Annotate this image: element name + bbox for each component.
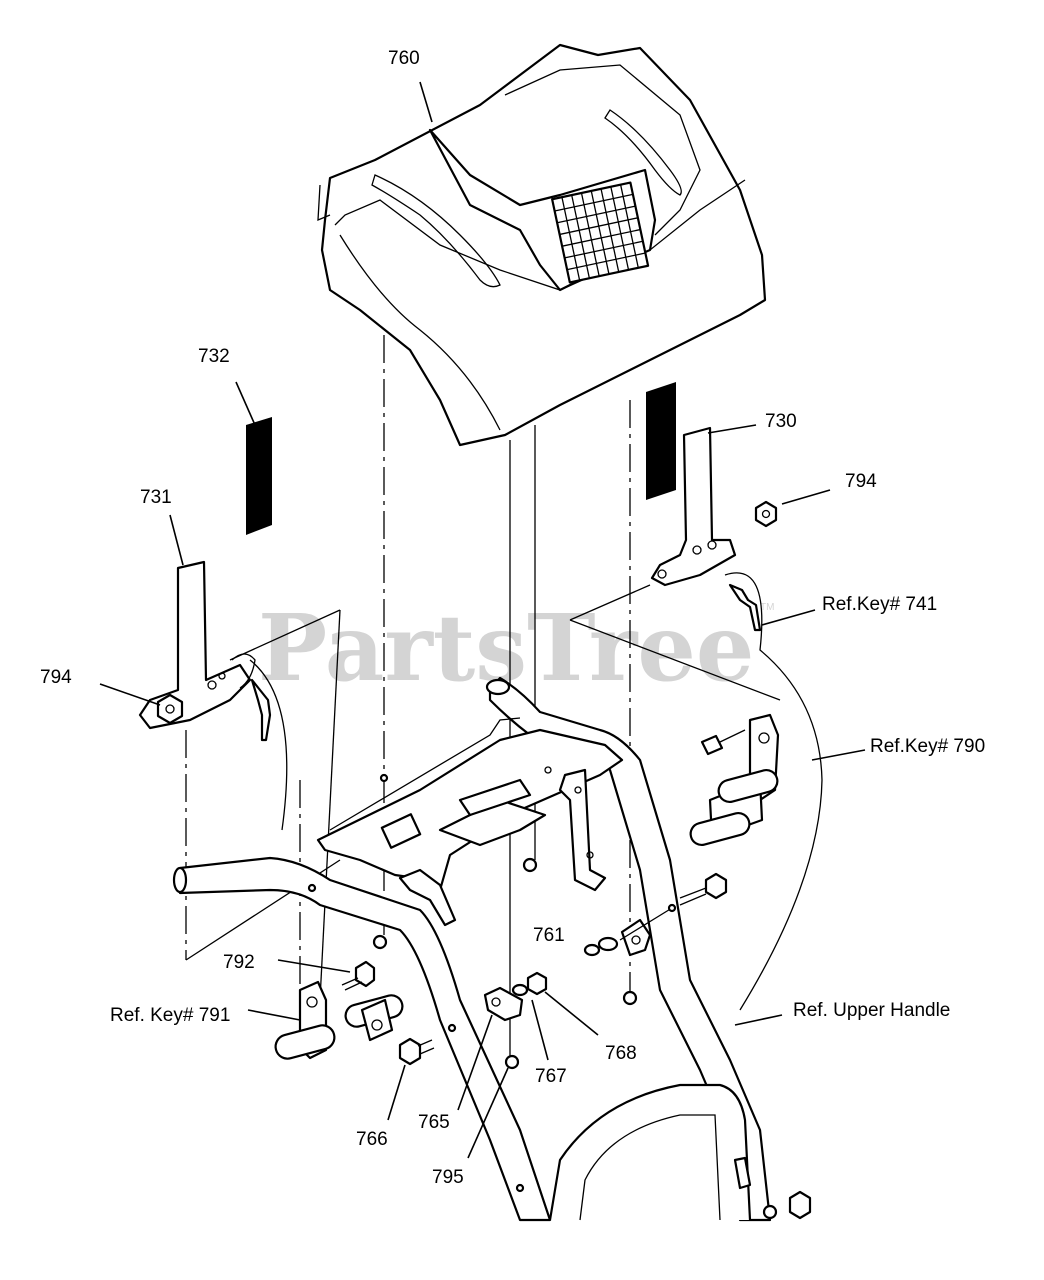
alignment-line-8	[319, 609, 341, 1001]
part-ref-790-bracket[interactable]	[688, 713, 780, 847]
cable-right	[724, 572, 823, 1011]
part-794-nut-left[interactable]	[156, 693, 184, 725]
part-761-bracket[interactable]	[583, 903, 677, 957]
alignment-line-9	[229, 609, 341, 661]
label-ref-upper-handle: Ref. Upper Handle	[793, 1000, 950, 1021]
control-panel-bracket[interactable]	[316, 717, 624, 927]
leader-lines	[99, 81, 866, 1159]
part-766-bolt[interactable]	[398, 1037, 435, 1066]
label-760: 760	[388, 48, 420, 69]
part-760-cover[interactable]	[317, 43, 767, 447]
nut-small-1[interactable]	[372, 934, 388, 950]
label-730: 730	[765, 411, 797, 432]
label-766: 766	[356, 1129, 388, 1150]
part-795-nut[interactable]	[504, 1054, 520, 1070]
part-767-washer[interactable]	[511, 983, 529, 997]
part-731-lever[interactable]	[138, 560, 256, 730]
label-ref-791: Ref. Key# 791	[110, 1005, 230, 1026]
part-730-lever[interactable]	[650, 426, 737, 587]
label-ref-790: Ref.Key# 790	[870, 736, 985, 757]
dot-2	[307, 883, 317, 893]
part-768-nut[interactable]	[526, 971, 548, 996]
part-792-bolt[interactable]	[341, 960, 376, 991]
part-794-nut-right[interactable]	[754, 500, 778, 528]
label-794-right: 794	[845, 471, 877, 492]
bolt-right[interactable]	[679, 872, 728, 906]
nut-small-3[interactable]	[622, 990, 638, 1006]
dot-3	[447, 1023, 457, 1033]
cable-left-end	[250, 678, 272, 742]
label-794-left: 794	[40, 667, 72, 688]
label-761: 761	[533, 925, 565, 946]
lamp-grid	[554, 184, 646, 281]
label-767: 767	[535, 1066, 567, 1087]
cable-left	[249, 659, 288, 831]
label-731: 731	[140, 487, 172, 508]
part-732-decal[interactable]	[246, 417, 272, 535]
upper-handle[interactable]	[172, 676, 812, 1222]
cable-right-end	[728, 583, 762, 632]
label-795: 795	[432, 1167, 464, 1188]
dot-1	[379, 773, 389, 783]
part-ref-791-bracket[interactable]	[273, 980, 405, 1061]
nut-small-2[interactable]	[522, 857, 538, 873]
label-768: 768	[605, 1043, 637, 1064]
label-732: 732	[198, 346, 230, 367]
alignment-line-10	[569, 619, 781, 701]
decal-right-strip[interactable]	[646, 382, 676, 500]
alignment-line-11	[569, 584, 651, 621]
watermark-tm: TM	[760, 602, 774, 613]
label-792: 792	[223, 952, 255, 973]
label-ref-741: Ref.Key# 741	[822, 594, 937, 615]
label-765: 765	[418, 1112, 450, 1133]
part-765-bracket[interactable]	[483, 986, 524, 1022]
